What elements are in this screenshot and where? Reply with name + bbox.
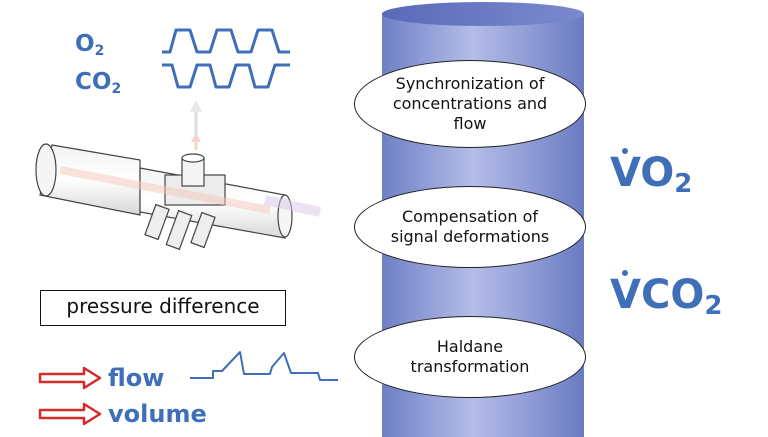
flow-arrow-icon <box>38 366 102 390</box>
step-text-line: Compensation of <box>402 207 538 226</box>
step-text-line: flow <box>453 114 487 133</box>
volume-label: volume <box>108 400 207 428</box>
vco2-output: VCO2 <box>610 270 723 321</box>
step-compensation: Compensation of signal deformations <box>354 186 586 268</box>
step-text-line: Synchronization of <box>395 74 545 93</box>
step-text-line: concentrations and <box>392 94 548 113</box>
step-text-line: Haldane <box>436 337 504 356</box>
step-haldane: Haldane transformation <box>354 316 586 398</box>
pressure-difference-box: pressure difference <box>40 290 286 326</box>
o2-label: O2 <box>75 31 105 59</box>
rate-dot-icon <box>622 270 628 276</box>
flow-waveform <box>190 351 338 381</box>
flow-label: flow <box>108 364 165 392</box>
co2-label: CO2 <box>75 69 122 97</box>
volume-arrow-icon <box>38 402 102 426</box>
rate-dot-icon <box>622 148 628 154</box>
o2-waveform <box>162 28 290 54</box>
step-synchronization: Synchronization of concentrations and fl… <box>354 60 586 148</box>
step-text-line: signal deformations <box>390 227 550 246</box>
signal-arrows <box>190 100 202 150</box>
co2-waveform <box>162 63 290 89</box>
vo2-output: VO2 <box>610 148 693 199</box>
step-text-line: transformation <box>410 357 530 376</box>
sensor-tube-icon <box>35 143 293 251</box>
